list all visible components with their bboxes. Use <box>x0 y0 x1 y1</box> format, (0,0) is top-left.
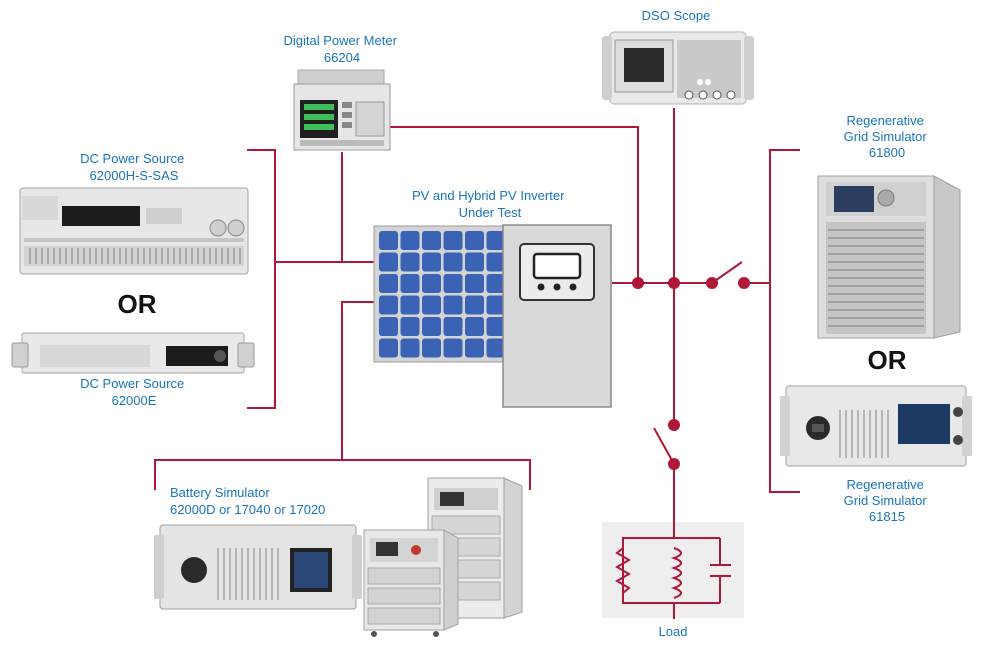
solar-cell <box>379 274 398 293</box>
dc-source-sas-model: 62000H-S-SAS <box>90 168 179 183</box>
battery-label: Battery Simulator 62000D or 17040 or 170… <box>170 485 325 517</box>
dc-source-e-label: DC Power Source 62000E <box>80 376 188 408</box>
inverter-subtitle: Under Test <box>459 205 522 220</box>
solar-cell <box>422 338 441 358</box>
grid-61800-model: 61800 <box>869 145 905 160</box>
rlc-load-icon <box>602 522 744 619</box>
battery-name: Battery Simulator <box>170 485 270 500</box>
solar-cell <box>379 338 398 358</box>
solar-cell <box>486 338 506 358</box>
solar-cell <box>400 317 420 336</box>
solar-cell <box>443 231 463 250</box>
battery-models: 62000D or 17040 or 17020 <box>170 502 325 517</box>
solar-cell <box>422 252 441 272</box>
battery-wire <box>341 301 378 460</box>
grid-61800-line1: Regenerative <box>847 113 924 128</box>
grid-61815-model: 61815 <box>869 509 905 524</box>
solar-cell <box>486 295 506 315</box>
battery-bracket-wire <box>154 459 531 490</box>
switch-load-contact <box>668 419 680 431</box>
power-meter-name: Digital Power Meter <box>283 33 397 48</box>
grid-61800-label: Regenerative Grid Simulator 61800 <box>844 113 931 160</box>
or-label: OR <box>868 345 907 375</box>
solar-cell <box>422 274 441 293</box>
solar-cell <box>486 317 506 336</box>
solar-cell <box>465 274 484 293</box>
battery-simulator-icon <box>154 477 523 637</box>
junctions <box>632 277 750 470</box>
solar-cell <box>379 295 398 315</box>
junction-dot <box>668 277 680 289</box>
solar-cell <box>400 231 420 250</box>
wiring <box>154 108 800 522</box>
solar-cell <box>400 274 420 293</box>
solar-cell <box>443 274 463 293</box>
load-label: Load <box>659 624 688 639</box>
solar-cell <box>400 252 420 272</box>
solar-cell <box>422 317 441 336</box>
solar-cell <box>486 274 506 293</box>
switch-grid-contact <box>738 277 750 289</box>
solar-cell <box>465 338 484 358</box>
solar-cell <box>422 231 441 250</box>
switch-grid-contact <box>706 277 718 289</box>
dc-source-e-name: DC Power Source <box>80 376 184 391</box>
power-meter-label: Digital Power Meter 66204 <box>283 33 400 65</box>
solar-cell <box>443 252 463 272</box>
meter-ac-wire <box>390 126 639 283</box>
oscilloscope-icon <box>602 31 754 105</box>
solar-cell <box>422 295 441 315</box>
solar-cell <box>443 295 463 315</box>
dc-power-source-icon <box>19 187 249 275</box>
solar-cell <box>379 231 398 250</box>
or-label: OR <box>118 289 157 319</box>
dc-source-sas-name: DC Power Source <box>80 151 184 166</box>
solar-cell <box>465 317 484 336</box>
solar-cell <box>486 252 506 272</box>
grid-simulator-icon <box>780 385 972 467</box>
solar-cell <box>486 231 506 250</box>
grid-61815-label: Regenerative Grid Simulator 61815 <box>844 477 931 524</box>
dc-source-sas-label: DC Power Source 62000H-S-SAS <box>80 151 188 183</box>
scope-label: DSO Scope <box>642 8 711 23</box>
solar-cell <box>379 252 398 272</box>
dc-source-e-model: 62000E <box>112 393 157 408</box>
dc-power-source-icon <box>11 332 255 374</box>
grid-61815-line1: Regenerative <box>847 477 924 492</box>
grid-simulator-cabinet-icon <box>817 175 961 339</box>
solar-cell <box>465 295 484 315</box>
power-meter-model: 66204 <box>324 50 360 65</box>
dc-source-bracket-wire <box>247 149 276 409</box>
switch-grid-blade <box>711 261 743 284</box>
solar-panel-icon <box>373 225 507 363</box>
junction-dot <box>632 277 644 289</box>
switch-load-blade <box>653 427 675 465</box>
inverter-name: PV and Hybrid PV Inverter <box>412 188 565 203</box>
solar-cell <box>400 295 420 315</box>
solar-cell <box>379 317 398 336</box>
solar-cell <box>443 317 463 336</box>
switch-load-contact <box>668 458 680 470</box>
solar-cell <box>443 338 463 358</box>
solar-cell <box>465 252 484 272</box>
inverter-icon <box>502 224 612 408</box>
solar-cell <box>465 231 484 250</box>
grid-61815-line2: Grid Simulator <box>844 493 928 508</box>
solar-cell <box>400 338 420 358</box>
grid-bracket-wire <box>769 149 800 493</box>
grid-61800-line2: Grid Simulator <box>844 129 928 144</box>
power-meter-icon <box>293 69 391 151</box>
inverter-label: PV and Hybrid PV Inverter Under Test <box>412 188 568 220</box>
